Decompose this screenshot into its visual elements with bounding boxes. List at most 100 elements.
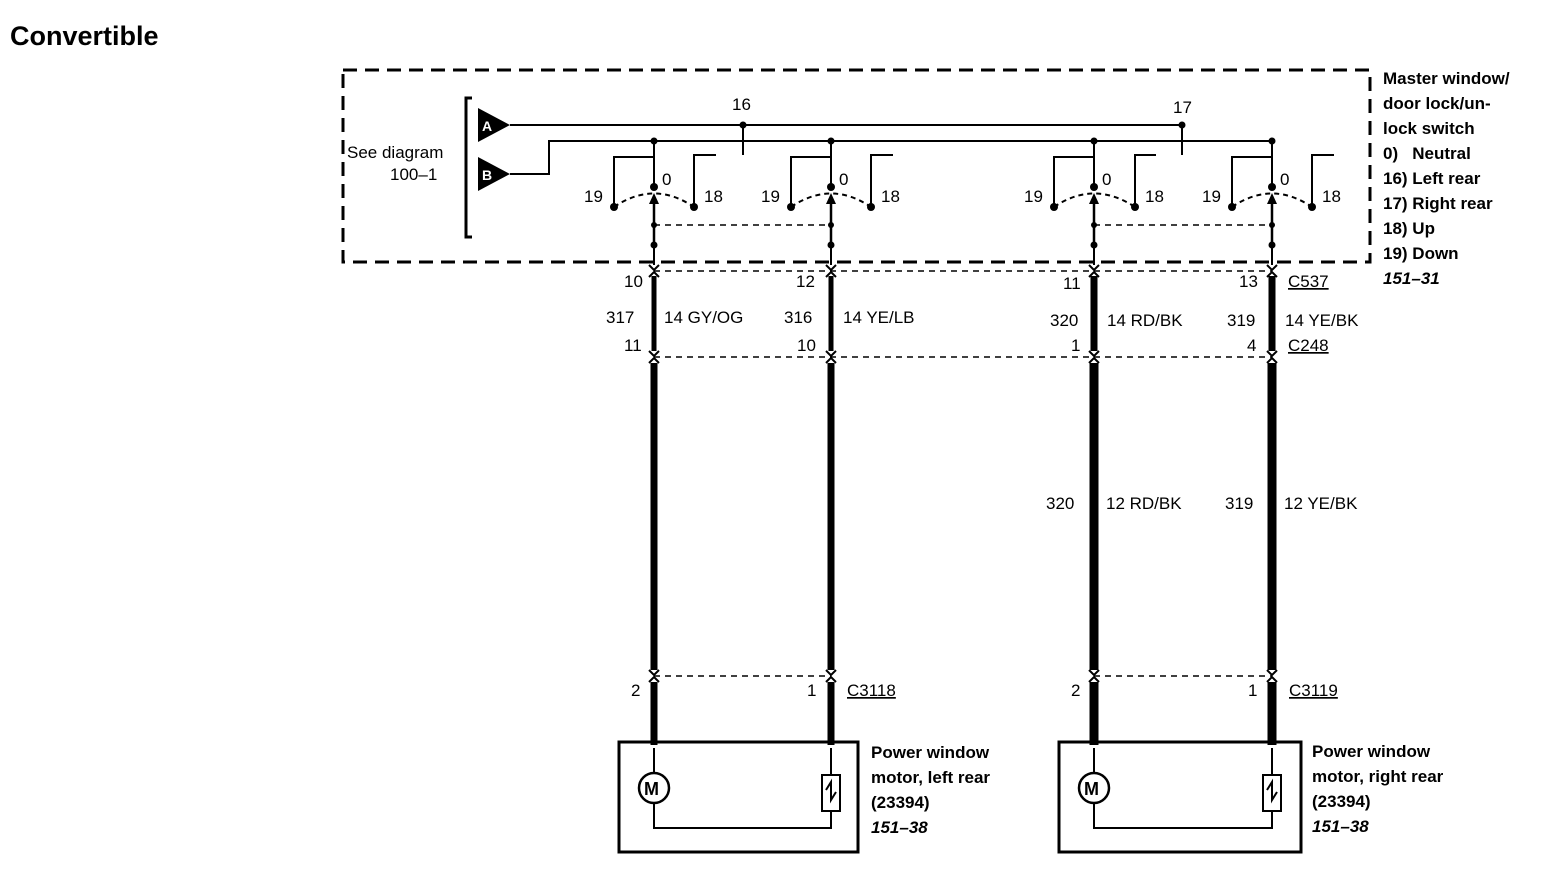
motor-right-line3: (23394) [1312,792,1371,811]
legend-line-4: 0) Neutral [1383,144,1471,163]
wire-316-circuit: 316 [784,308,812,327]
wires [650,245,1277,745]
switch-section: 19 0 18 [1024,141,1164,249]
motor-left-ref: 151–38 [871,818,928,837]
pin-chevron [1266,264,1278,278]
bracket [464,96,472,239]
c537-pin-1: 10 [624,272,643,291]
c248-pin-3: 1 [1071,336,1080,355]
legend-line-5: 16) Left rear [1383,169,1481,188]
motor-left-m: M [644,779,659,799]
motor-left-rear: M [617,740,860,854]
legend-line-8: 19) Down [1383,244,1459,263]
pin-chevron [648,669,660,683]
c3119-pin-1: 2 [1071,681,1080,700]
wire-319-circuit: 319 [1227,311,1255,330]
c248-pin-2: 10 [797,336,816,355]
contact-dot [1268,183,1276,191]
motor-right-box [1057,740,1303,854]
see-diagram-line2: 100–1 [390,165,437,184]
switch-pos-down: 19 [1202,187,1221,206]
c537-pin-2: 12 [796,272,815,291]
contact-dot [1228,203,1236,211]
switch-pos-up: 18 [704,187,723,206]
pin-chevron [1088,350,1100,364]
switch-pos-neutral: 0 [839,170,848,189]
wire-317-circuit: 317 [606,308,634,327]
contact-dot [650,183,658,191]
wire-320-circuit: 320 [1050,311,1078,330]
switch-pos-up: 18 [1322,187,1341,206]
see-diagram-line1: See diagram [347,143,443,162]
wire-319-lower-color: 12 YE/BK [1284,494,1358,513]
wire-316-color: 14 YE/LB [843,308,915,327]
switch-pos-neutral: 0 [1102,170,1111,189]
switch-pos-up: 18 [1145,187,1164,206]
switch-pos-neutral: 0 [1280,170,1289,189]
c248-pin-1: 11 [624,336,642,355]
motor-left-line1: Power window [871,743,990,762]
pin-chevron [648,264,660,278]
wire-320-lower-circuit: 320 [1046,494,1074,513]
legend-line-2: door lock/un- [1383,94,1491,113]
motor-left-box [617,740,860,854]
motor-right-line2: motor, right rear [1312,767,1444,786]
contact-dot [690,203,698,211]
legend-ref: 151–31 [1383,269,1440,288]
c3119-pin-2: 1 [1248,681,1257,700]
pin-chevron [825,669,837,683]
motor-right-rear: M [1057,740,1303,854]
legend-line-1: Master window/ [1383,69,1510,88]
switch-pos-down: 19 [584,187,603,206]
c248-label: C248 [1288,336,1329,355]
motor-right-m: M [1084,779,1099,799]
wire-320-color: 14 RD/BK [1107,311,1183,330]
switch-section: 19 0 18 [1202,141,1341,249]
motor-left-line2: motor, left rear [871,768,990,787]
terminal-b-label: B [482,167,492,183]
bus-lines [510,124,1272,175]
pin-chevron [825,264,837,278]
motor-right-thermal-icon [1262,748,1282,812]
switch-pos-up: 18 [881,187,900,206]
terminal-a: A [478,108,510,142]
pin-chevron [825,350,837,364]
pin-chevron [1088,669,1100,683]
c3118-label: C3118 [847,681,896,700]
contact-dot [1050,203,1058,211]
motor-right-line1: Power window [1312,742,1431,761]
switch-pos-neutral: 0 [662,170,671,189]
contact-dot [1131,203,1139,211]
c537-label: C537 [1288,272,1329,291]
contact-dot [1090,183,1098,191]
pin-chevron [1088,264,1100,278]
legend-line-3: lock switch [1383,119,1475,138]
wire-320-lower-color: 12 RD/BK [1106,494,1182,513]
c248-pin-4: 4 [1247,336,1256,355]
c3118-pin-2: 1 [807,681,816,700]
contact-dot [787,203,795,211]
contact-dot [867,203,875,211]
c3118-pin-1: 2 [631,681,640,700]
group-label-17: 17 [1173,98,1192,117]
switch-pos-down: 19 [1024,187,1043,206]
pin-chevron [648,350,660,364]
page-title: Convertible [10,21,159,51]
terminal-a-label: A [482,118,492,134]
wire-319-lower-circuit: 319 [1225,494,1253,513]
motor-right-ref: 151–38 [1312,817,1369,836]
connector-pins [648,264,1278,683]
contact-dot [610,203,618,211]
motor-left-thermal-icon [821,748,841,812]
motor-left-line3: (23394) [871,793,930,812]
legend-line-7: 18) Up [1383,219,1435,238]
pin-chevron [1266,669,1278,683]
legend-line-6: 17) Right rear [1383,194,1493,213]
terminal-b: B [478,157,510,191]
c537-pin-4: 13 [1239,272,1258,291]
connector-bars [654,270,1272,677]
switch-section: 19 0 18 [584,141,723,249]
